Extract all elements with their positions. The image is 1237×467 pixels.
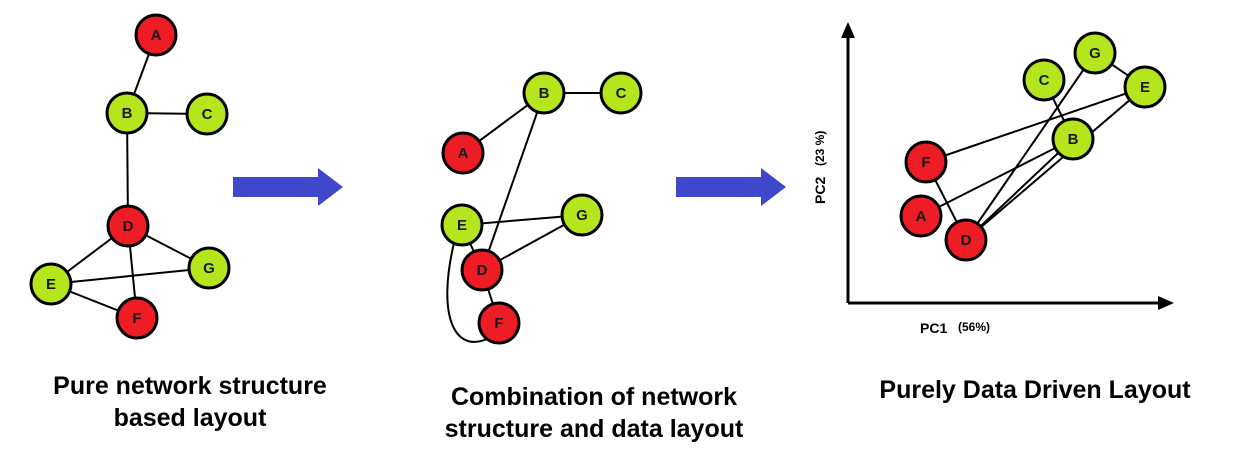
node-c: C — [1022, 58, 1066, 102]
node-circle — [944, 218, 988, 262]
node-e: E — [1123, 65, 1167, 109]
node-circle — [477, 301, 521, 345]
panel-data-layout: PC1 (56%) PC2 (23 %) G C E B F A D — [812, 22, 1174, 336]
x-axis-percent: (56%) — [958, 320, 990, 334]
node-label: B — [1068, 131, 1079, 148]
node-circle — [187, 246, 231, 290]
node-label: B — [122, 105, 133, 122]
panel-network-layout: A B C D E F G — [29, 13, 231, 340]
node-circle — [599, 71, 643, 115]
node-label: C — [1039, 72, 1050, 89]
node-circle — [899, 194, 943, 238]
caption-panel-1: Pure network structure based layout — [0, 370, 380, 434]
node-circle — [1051, 117, 1095, 161]
node-circle — [115, 296, 159, 340]
edge-e-g — [50, 267, 210, 285]
transition-arrow-2 — [676, 168, 786, 206]
edge-d-e — [965, 86, 1146, 241]
caption-line: Combination of network — [450, 383, 738, 411]
node-circle — [460, 248, 504, 292]
node-d: D — [460, 248, 504, 292]
node-a: A — [441, 131, 485, 175]
node-label: D — [477, 262, 488, 279]
caption-line: Pure network structure — [53, 372, 327, 400]
node-g: G — [1073, 31, 1117, 75]
node-label: E — [1140, 79, 1150, 96]
node-circle — [105, 91, 149, 135]
y-axis-percent: (23 %) — [813, 131, 827, 166]
node-circle — [106, 204, 150, 248]
node-circle — [522, 71, 566, 115]
node-circle — [1022, 58, 1066, 102]
node-label: G — [203, 260, 215, 277]
pca-axes: PC1 (56%) PC2 (23 %) — [812, 22, 1174, 336]
edge-b-d — [481, 92, 545, 271]
caption-line: based layout — [113, 404, 267, 432]
node-label: A — [916, 208, 927, 225]
node-label: F — [494, 315, 503, 332]
node-label: C — [616, 85, 627, 102]
node-circle — [134, 13, 178, 57]
node-label: A — [458, 145, 469, 162]
node-c: C — [599, 71, 643, 115]
node-label: G — [1089, 45, 1101, 62]
y-axis-label: PC2 — [812, 177, 828, 204]
node-label: A — [151, 27, 162, 44]
node-circle — [904, 140, 948, 184]
edge-f-e — [925, 86, 1146, 163]
node-d: D — [106, 204, 150, 248]
node-b: B — [105, 91, 149, 135]
panel-combined-layout: B C A E G D F — [440, 71, 643, 345]
node-a: A — [134, 13, 178, 57]
node-a: A — [899, 194, 943, 238]
node-label: C — [202, 106, 213, 123]
node-f: F — [477, 301, 521, 345]
node-b: B — [522, 71, 566, 115]
node-circle — [441, 131, 485, 175]
edge-d-g — [965, 52, 1096, 241]
edge-a-b — [920, 138, 1074, 217]
node-f: F — [115, 296, 159, 340]
node-label: F — [132, 310, 141, 327]
x-axis-label: PC1 — [920, 320, 947, 336]
node-g: G — [187, 246, 231, 290]
caption-line: Purely Data Driven Layout — [879, 376, 1191, 404]
node-label: G — [576, 207, 588, 224]
node-b: B — [1051, 117, 1095, 161]
node-label: B — [539, 85, 550, 102]
caption-panel-3: Purely Data Driven Layout — [835, 374, 1235, 406]
node-g: G — [560, 193, 604, 237]
node-label: D — [961, 232, 972, 249]
node-circle — [560, 193, 604, 237]
node-c: C — [185, 92, 229, 136]
node-e: E — [440, 203, 484, 247]
node-circle — [1123, 65, 1167, 109]
node-label: E — [46, 276, 56, 293]
node-circle — [1073, 31, 1117, 75]
y-axis-arrowhead — [841, 22, 855, 38]
node-circle — [440, 203, 484, 247]
node-f: F — [904, 140, 948, 184]
x-axis-arrowhead — [1158, 296, 1174, 310]
node-label: D — [123, 218, 134, 235]
node-d: D — [944, 218, 988, 262]
node-circle — [185, 92, 229, 136]
transition-arrow-1 — [233, 168, 343, 206]
node-e: E — [29, 262, 73, 306]
node-label: E — [457, 217, 467, 234]
node-circle — [29, 262, 73, 306]
caption-panel-2: Combination of network structure and dat… — [400, 381, 788, 445]
edge-d-b — [965, 138, 1074, 241]
caption-line: structure and data layout — [444, 415, 744, 443]
node-label: F — [921, 154, 930, 171]
edge-e-f — [446, 242, 488, 343]
